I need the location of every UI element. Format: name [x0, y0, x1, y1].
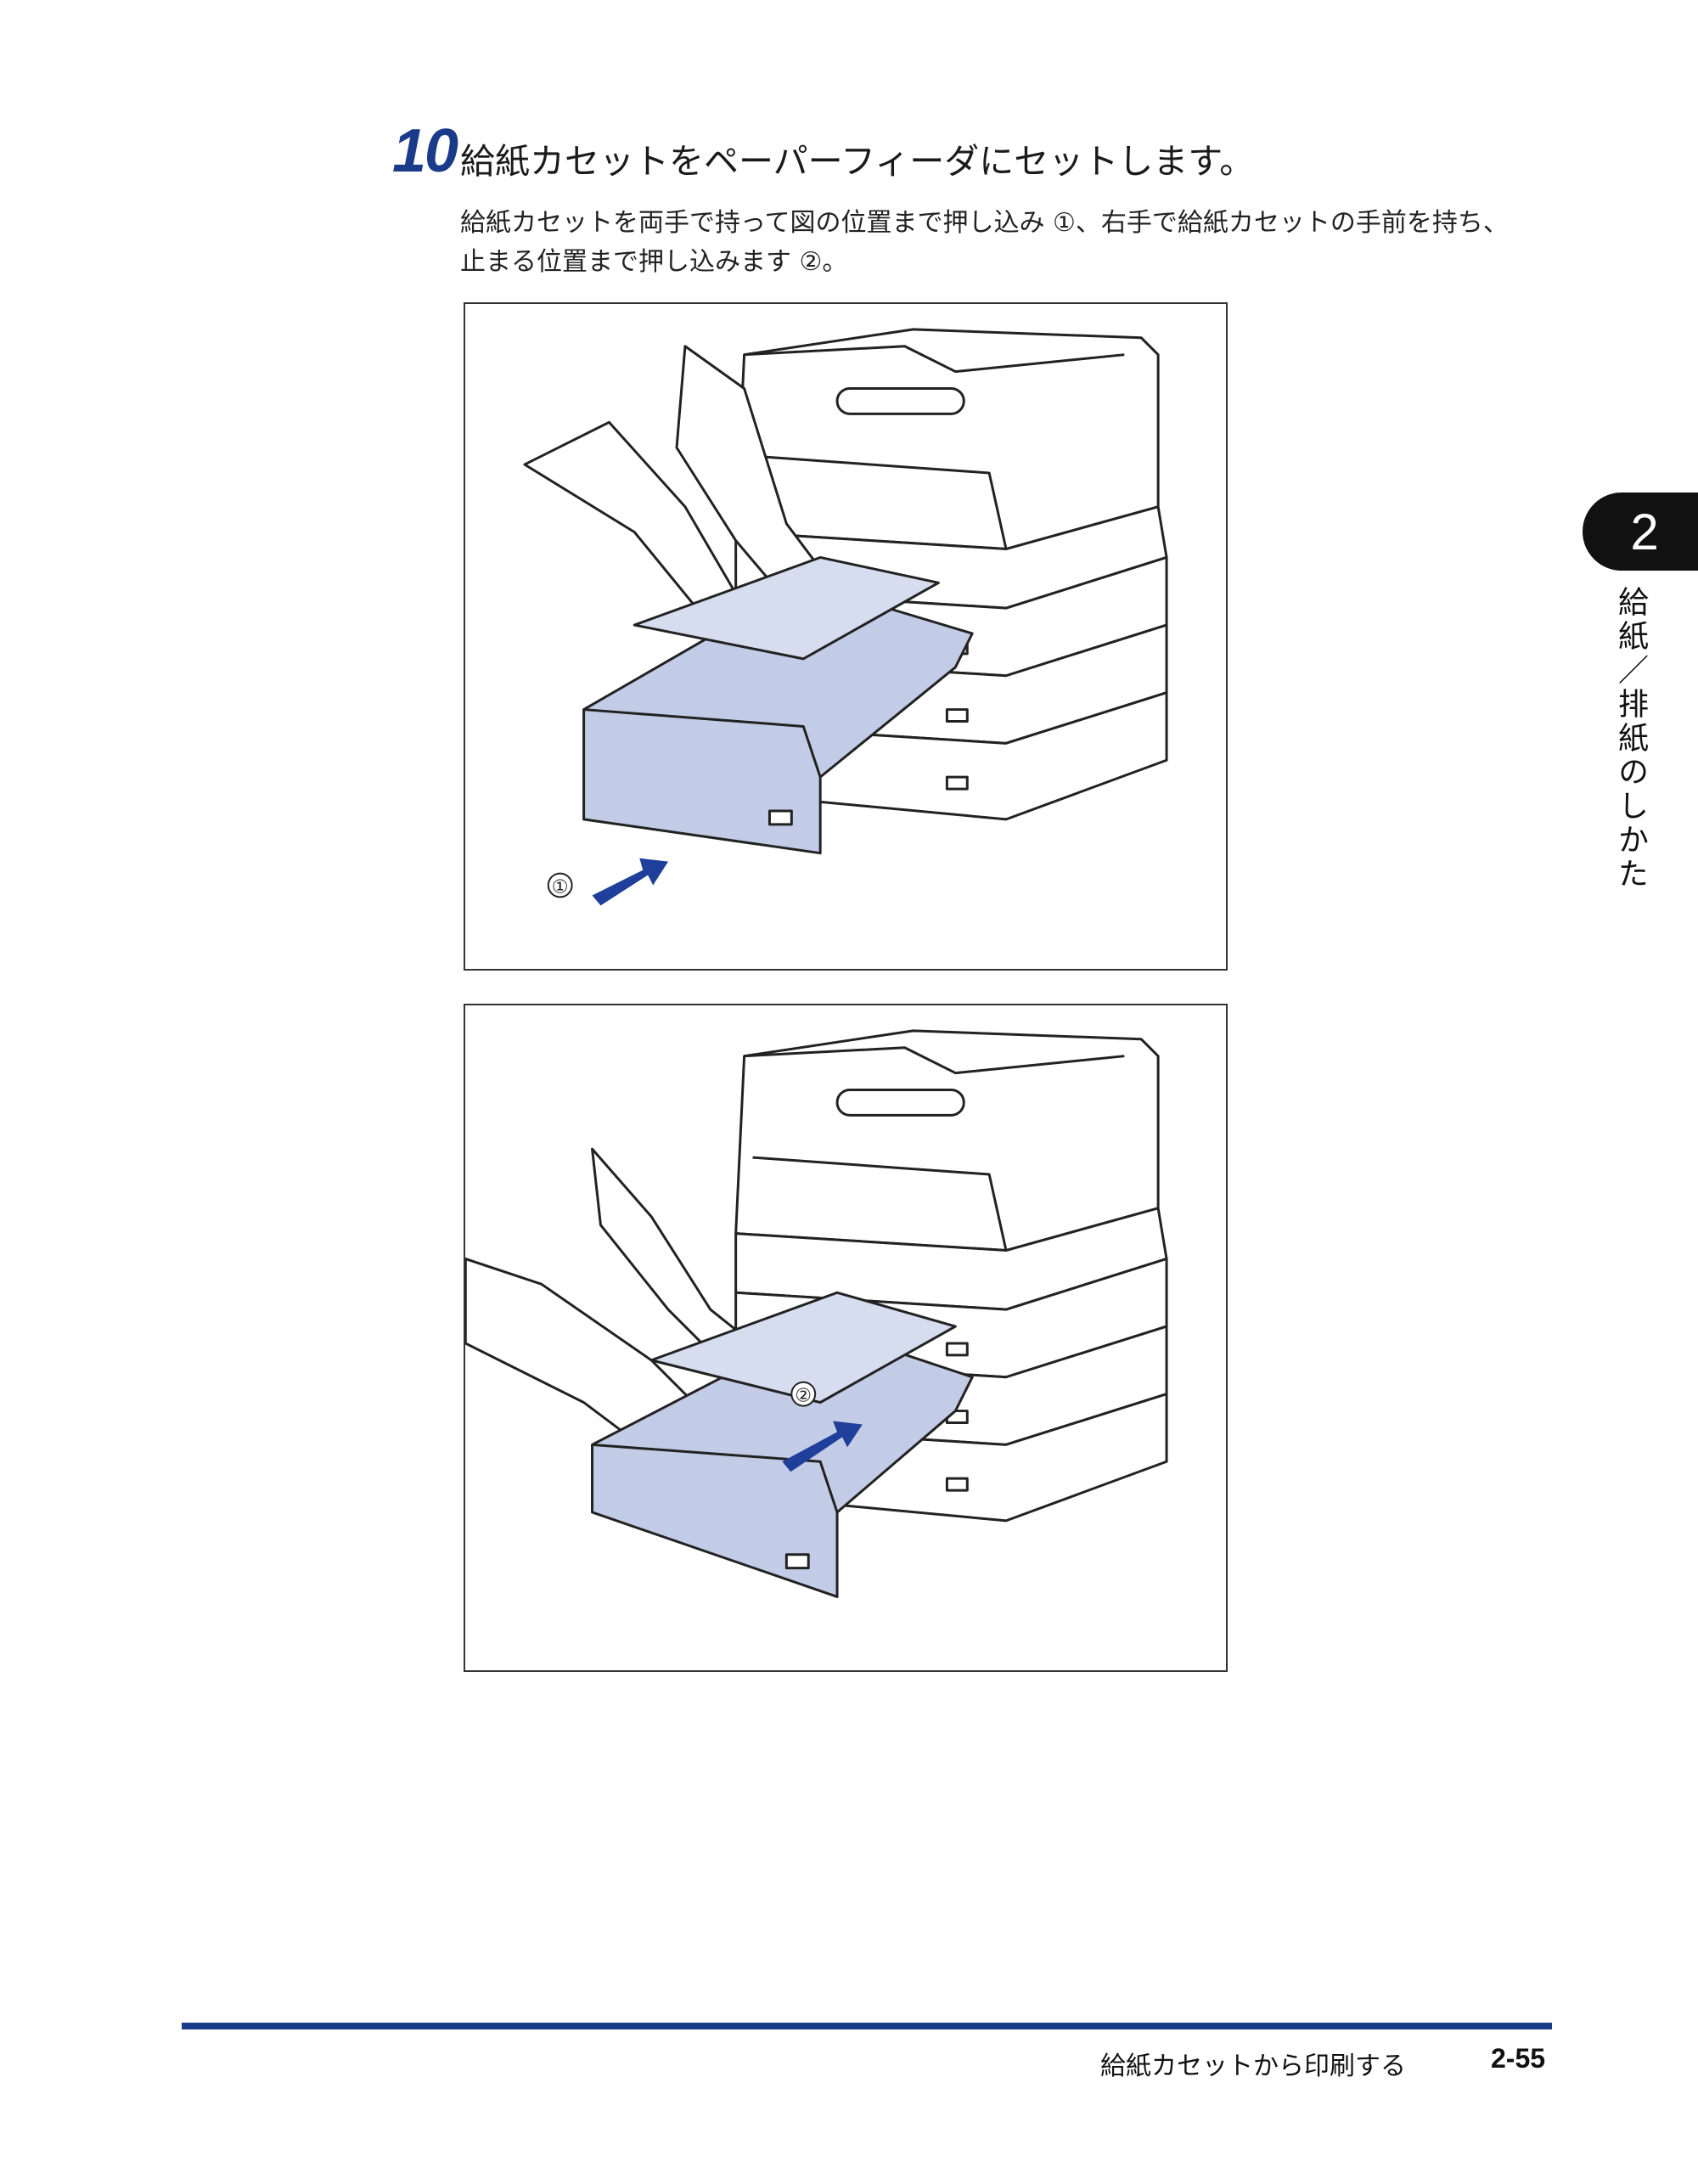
step-title: 給紙カセットをペーパーフィーダにセットします。	[460, 141, 1255, 182]
cassette-label	[784, 1553, 810, 1570]
instruction-line-1: 給紙カセットを両手で持って図の位置まで押し込み ①、右手で給紙カセットの手前を持…	[460, 208, 1509, 238]
printer-top-unit	[734, 1029, 1160, 1252]
page-number: 2-55	[1491, 2043, 1546, 2074]
callout-1: ①	[552, 876, 569, 898]
instruction-line-2: 止まる位置まで押し込みます ②。	[460, 247, 848, 277]
callout-circle-1	[547, 872, 573, 898]
printer-handle	[835, 1088, 965, 1117]
figure-push-tray-step2: ②	[464, 1004, 1228, 1672]
footer-section-title: 給紙カセットから印刷する	[1100, 2052, 1406, 2081]
feeder-label-3	[945, 1477, 969, 1492]
step-instructions: 給紙カセットを両手で持って図の位置まで押し込み ①、右手で給紙カセットの手前を持…	[460, 204, 1564, 282]
chapter-title: 給紙／排紙のしかた	[1613, 586, 1648, 892]
feeder-label-1	[945, 1342, 969, 1357]
callout-2: ②	[795, 1386, 812, 1407]
printer-illustration-1: ①	[523, 328, 1168, 906]
callout-circle-2	[790, 1381, 817, 1407]
footer-rule	[182, 2023, 1552, 2029]
figure-push-tray-step1: ①	[464, 302, 1228, 971]
printer-illustration-2: ②	[465, 1029, 1168, 1598]
cassette-label	[767, 809, 793, 826]
chapter-tab: 2	[1583, 493, 1698, 571]
printer-top-unit	[734, 328, 1160, 551]
step-number: 10	[392, 117, 458, 185]
push-arrow-1	[592, 858, 669, 906]
printer-handle	[835, 386, 965, 415]
chapter-number: 2	[1630, 503, 1659, 560]
feeder-label-2	[945, 708, 969, 723]
feeder-label-3	[945, 775, 969, 791]
push-arrow-2	[782, 1421, 863, 1472]
